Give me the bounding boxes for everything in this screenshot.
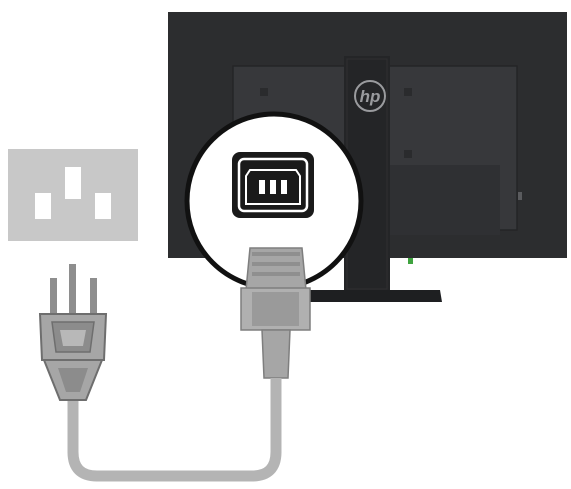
power-plug-icon xyxy=(38,264,108,401)
hp-logo-text: hp xyxy=(360,87,381,106)
wall-outlet-icon xyxy=(8,149,138,241)
monitor-back-icon xyxy=(168,12,567,302)
iec-connector-icon xyxy=(240,247,311,379)
power-cable-icon xyxy=(67,378,282,482)
hp-logo: hp xyxy=(354,80,386,112)
ac-inlet-icon xyxy=(232,152,314,218)
